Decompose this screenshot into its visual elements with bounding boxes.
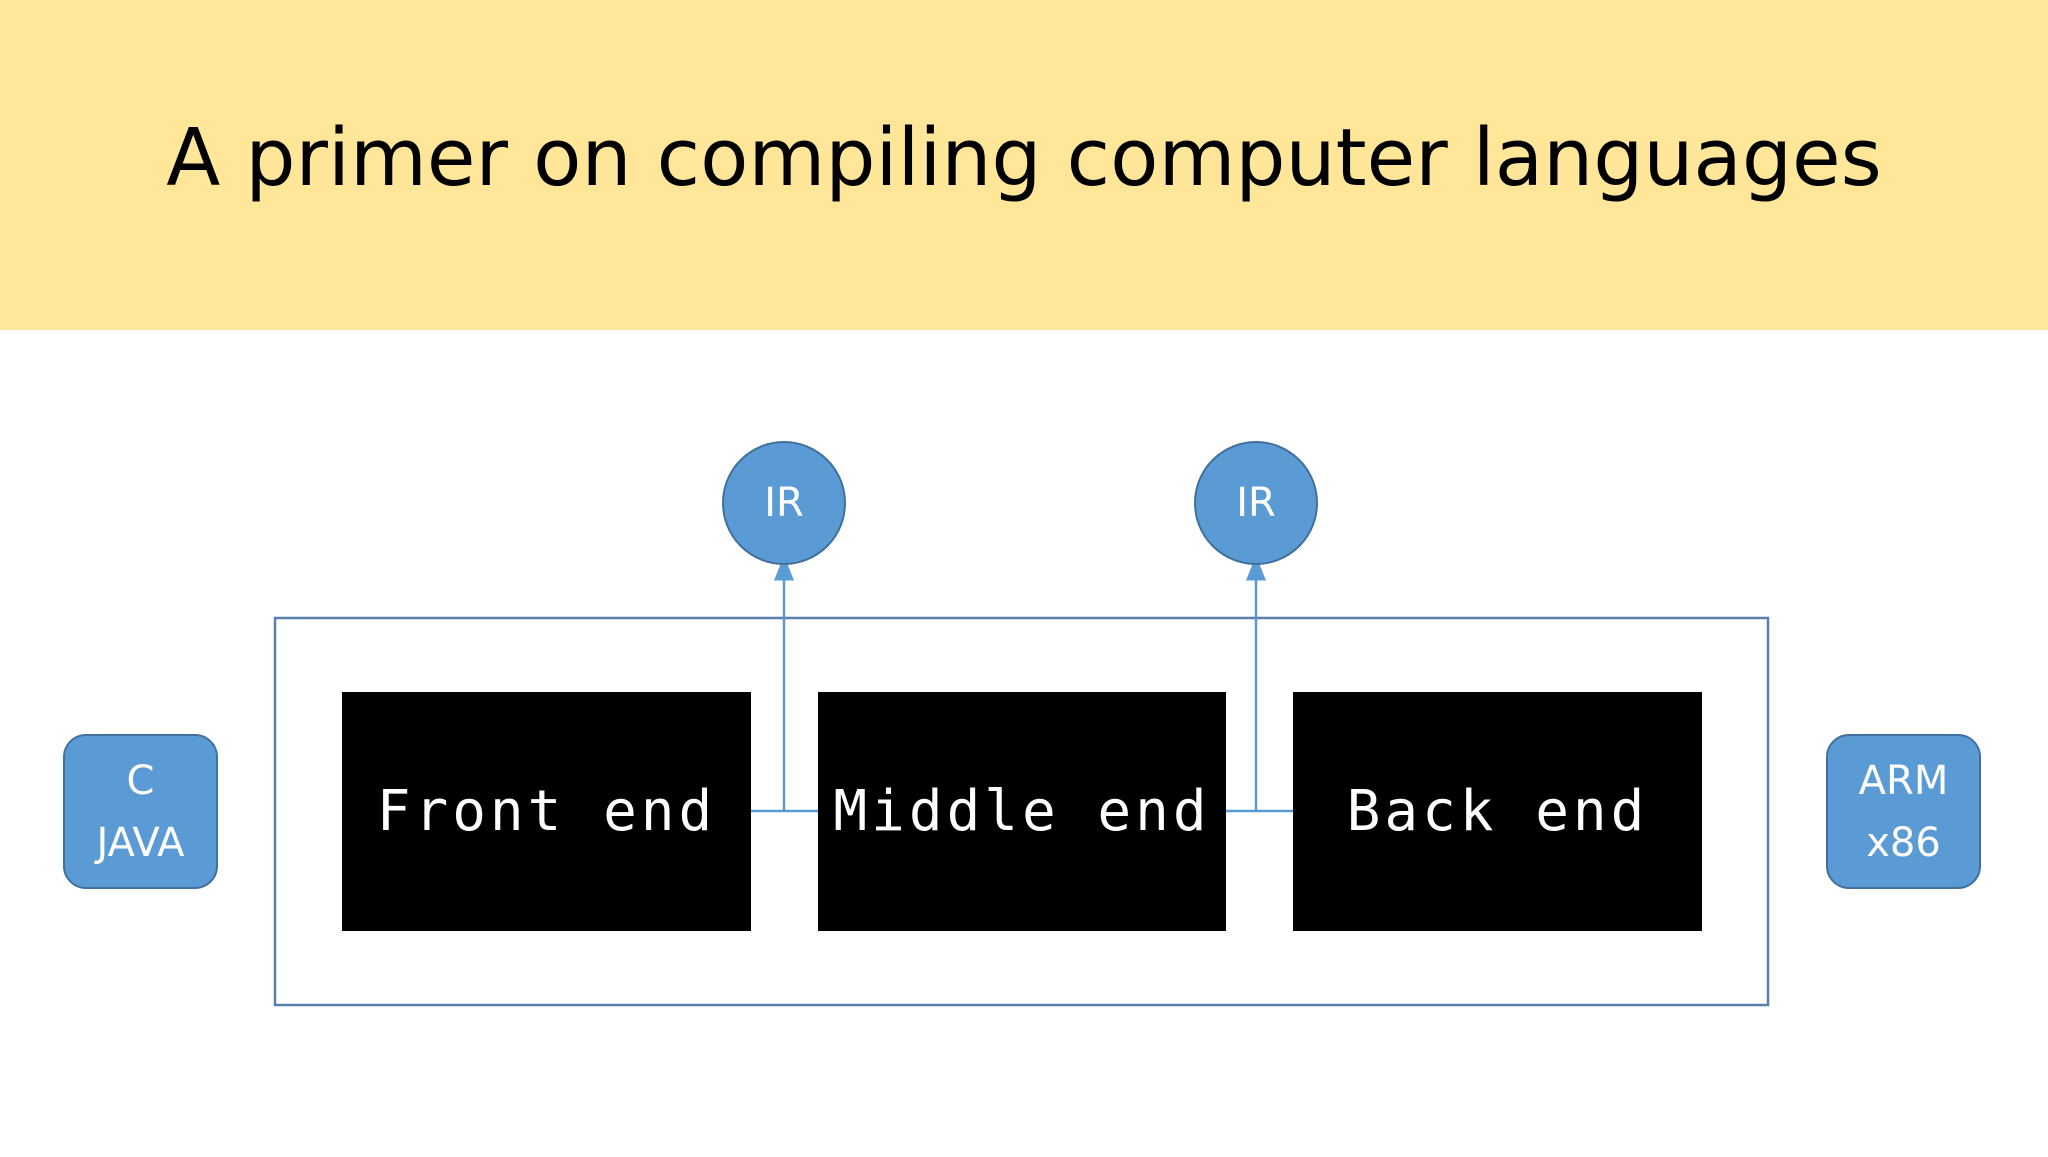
title-band xyxy=(0,0,2048,330)
compiler-frame xyxy=(273,616,1770,1007)
ir-node-2 xyxy=(1194,441,1318,565)
output-targets-box xyxy=(1826,734,1981,889)
ir-node-1 xyxy=(722,441,846,565)
input-languages-box xyxy=(63,734,218,889)
stage-box-front-end xyxy=(342,692,751,931)
stage-box-back-end xyxy=(1293,692,1702,931)
stage-box-middle-end xyxy=(818,692,1226,931)
slide-title: A primer on compiling computer languages xyxy=(166,112,1882,204)
